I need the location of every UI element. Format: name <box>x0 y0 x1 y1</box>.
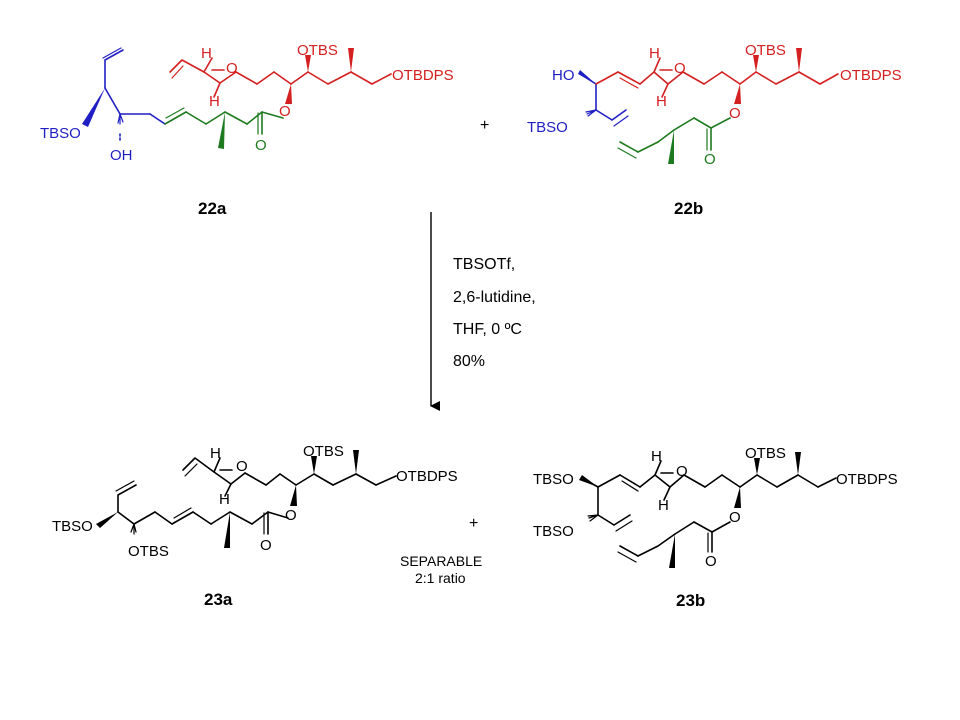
h-label: H <box>649 45 660 62</box>
condition-solvent: THF, 0 ºC <box>453 321 522 338</box>
condition-yield: 80% <box>453 353 485 370</box>
ester-wedge <box>285 84 292 104</box>
tbso-label: TBSO <box>533 471 574 488</box>
condition-base: 2,6-lutidine, <box>453 289 536 306</box>
epoxide-o-label: O <box>236 458 248 475</box>
h-label: H <box>656 93 667 110</box>
fragment-22a-red <box>169 57 392 98</box>
carbonyl-o-label: O <box>704 151 716 168</box>
ratio-note: 2:1 ratio <box>415 570 466 586</box>
carbonyl-o-label: O <box>255 137 267 154</box>
compound-label-23b: 23b <box>676 591 705 610</box>
carbonyl-o-label: O <box>705 553 717 570</box>
ester-o-label: O <box>729 509 741 526</box>
plus-sign-top: + <box>480 117 489 134</box>
molecule-23b <box>581 460 837 563</box>
plus-sign-bottom: + <box>469 515 478 532</box>
fragment-22b-blue <box>579 73 629 127</box>
wedge-bond <box>96 512 118 528</box>
otbs-label: OTBS <box>297 42 338 59</box>
molecule-23a <box>115 457 397 535</box>
h-label: H <box>651 448 662 465</box>
fragment-22a-green <box>164 107 284 135</box>
otbdps-label: OTBDPS <box>396 468 458 485</box>
ho-label: HO <box>552 67 575 84</box>
otbdps-label: OTBDPS <box>836 471 898 488</box>
fragment-22a-blue <box>102 47 151 143</box>
h-label: H <box>210 445 221 462</box>
h-label: H <box>209 93 220 110</box>
otbs-label: OTBS <box>745 445 786 462</box>
compound-label-22a: 22a <box>198 199 227 218</box>
tbso-label: TBSO <box>40 125 81 142</box>
carbonyl-o-label: O <box>260 537 272 554</box>
epoxide-o-label: O <box>226 60 238 77</box>
otbs-label: OTBS <box>303 443 344 460</box>
tbso-label: TBSO <box>52 518 93 535</box>
otbs-label: OTBS <box>745 42 786 59</box>
ester-o-label: O <box>285 507 297 524</box>
h-label: H <box>219 491 230 508</box>
wedge-bond <box>82 88 105 127</box>
condition-reagent: TBSOTf, <box>453 256 515 273</box>
h-label: H <box>201 45 212 62</box>
methyl-wedge <box>218 112 225 149</box>
otbdps-label: OTBDPS <box>392 67 454 84</box>
methyl-wedge <box>224 512 230 548</box>
ester-o-label: O <box>279 103 291 120</box>
molecule-22a <box>82 47 392 149</box>
ester-o-label: O <box>729 105 741 122</box>
oh-label: OH <box>110 147 133 164</box>
otbs-label: OTBS <box>128 543 169 560</box>
h-label: H <box>658 497 669 514</box>
fragment-22b-green <box>617 117 731 159</box>
tbso-label: TBSO <box>533 523 574 540</box>
molecule-22b <box>578 48 839 164</box>
separable-note: SEPARABLE <box>400 553 482 569</box>
tbso-label: TBSO <box>527 119 568 136</box>
compound-label-22b: 22b <box>674 199 703 218</box>
compound-label-23a: 23a <box>204 590 233 609</box>
fragment-22b-red <box>595 57 839 98</box>
ester-wedge <box>290 485 297 506</box>
otbdps-label: OTBDPS <box>840 67 902 84</box>
epoxide-o-label: O <box>674 60 686 77</box>
epoxide-o-label: O <box>676 463 688 480</box>
